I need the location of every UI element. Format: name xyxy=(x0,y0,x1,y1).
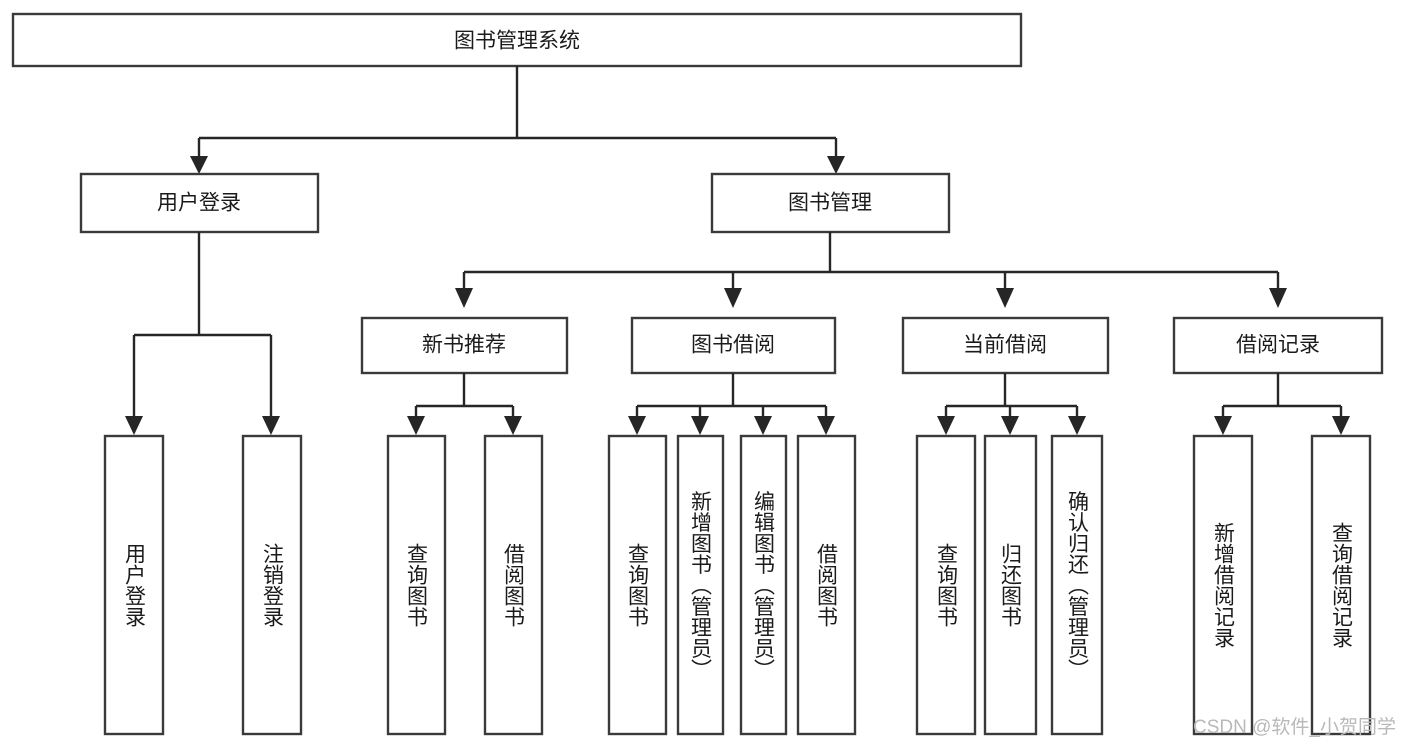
leaf-edit-book-label: 编辑图书（管理员） xyxy=(752,491,776,680)
arrow-head-icon xyxy=(1269,288,1287,308)
leaf-query-record-box[interactable] xyxy=(1310,434,1372,736)
node-book-borrow[interactable]: 图书借阅 xyxy=(630,316,837,375)
leaf-query-book-1-box[interactable] xyxy=(386,434,447,736)
arrow-head-icon xyxy=(996,288,1014,308)
leaf-borrow-book-1[interactable]: 借阅图书 xyxy=(483,434,544,736)
arrow-head-icon xyxy=(455,288,473,308)
leaf-confirm-return-box[interactable] xyxy=(1050,434,1104,736)
leaf-user-logout-box[interactable] xyxy=(241,434,303,736)
leaf-return-book[interactable]: 归还图书 xyxy=(983,434,1038,736)
leaf-confirm-return[interactable]: 确认归还（管理员） xyxy=(1050,434,1104,736)
leaf-add-record[interactable]: 新增借阅记录 xyxy=(1192,434,1254,736)
arrow-head-icon xyxy=(1068,416,1086,435)
leaf-borrow-book-1-box[interactable] xyxy=(483,434,544,736)
arrow-head-icon xyxy=(724,288,742,308)
connector-root-to-level2 xyxy=(190,66,845,174)
node-root-box[interactable] xyxy=(11,12,1023,68)
node-root-label: 图书管理系统 xyxy=(454,30,580,53)
leaf-user-login[interactable]: 用户登录 xyxy=(103,434,165,736)
leaf-borrow-book-2-label: 借阅图书 xyxy=(815,543,839,627)
arrow-head-icon xyxy=(1001,416,1019,435)
node-new-book-recommend-box[interactable] xyxy=(360,316,569,375)
node-user-login-label: 用户登录 xyxy=(157,192,241,215)
leaf-return-book-box[interactable] xyxy=(983,434,1038,736)
node-book-manage[interactable]: 图书管理 xyxy=(710,172,951,234)
arrow-head-icon xyxy=(125,416,143,435)
leaf-add-book-box[interactable] xyxy=(676,434,725,736)
arrow-head-icon xyxy=(1332,416,1350,435)
leaf-return-book-label: 归还图书 xyxy=(999,543,1023,627)
arrow-head-icon xyxy=(1214,416,1232,435)
node-user-login-box[interactable] xyxy=(79,172,320,234)
node-book-manage-label: 图书管理 xyxy=(788,192,872,215)
leaf-query-book-1-label: 查询图书 xyxy=(405,543,429,627)
leaf-query-book-2[interactable]: 查询图书 xyxy=(607,434,668,736)
connector-user-login-to-leaves xyxy=(125,232,280,435)
arrow-head-icon xyxy=(628,416,646,435)
arrow-head-icon xyxy=(691,416,709,435)
node-borrow-record-label: 借阅记录 xyxy=(1236,334,1320,357)
leaf-edit-book-box[interactable] xyxy=(739,434,788,736)
leaf-user-login-box[interactable] xyxy=(103,434,165,736)
leaf-user-login-label: 用户登录 xyxy=(123,543,147,627)
connector-book-manage-to-level3 xyxy=(455,232,1287,308)
leaf-borrow-book-1-label: 借阅图书 xyxy=(502,543,526,627)
leaf-query-record[interactable]: 查询借阅记录 xyxy=(1310,434,1372,736)
leaf-user-logout-label: 注销登录 xyxy=(261,543,285,627)
arrow-head-icon xyxy=(407,416,425,435)
connector-borrow-record-to-leaves xyxy=(1214,373,1350,435)
arrow-head-icon xyxy=(262,416,280,435)
arrow-head-icon xyxy=(754,416,772,435)
node-current-borrow-box[interactable] xyxy=(901,316,1110,375)
node-new-book-recommend-label: 新书推荐 xyxy=(422,334,506,357)
arrow-head-icon xyxy=(190,156,208,174)
node-new-book-recommend[interactable]: 新书推荐 xyxy=(360,316,569,375)
arrow-head-icon xyxy=(937,416,955,435)
connector-book-borrow-to-leaves xyxy=(628,373,835,435)
leaf-user-logout[interactable]: 注销登录 xyxy=(241,434,303,736)
leaf-query-record-label: 查询借阅记录 xyxy=(1330,522,1354,648)
leaf-query-book-1[interactable]: 查询图书 xyxy=(386,434,447,736)
leaf-add-record-box[interactable] xyxy=(1192,434,1254,736)
connector-current-borrow-to-leaves xyxy=(937,373,1086,435)
node-borrow-record[interactable]: 借阅记录 xyxy=(1172,316,1384,375)
leaf-borrow-book-2-box[interactable] xyxy=(796,434,857,736)
leaf-confirm-return-label: 确认归还（管理员） xyxy=(1066,491,1090,680)
connector-new-book-recommend-to-leaves xyxy=(407,373,522,435)
watermark-text: CSDN @软件_小贺同学 xyxy=(1193,716,1396,738)
leaf-add-book-label: 新增图书（管理员） xyxy=(689,491,713,680)
leaf-add-book[interactable]: 新增图书（管理员） xyxy=(676,434,725,736)
leaf-query-book-2-box[interactable] xyxy=(607,434,668,736)
leaf-query-book-3-box[interactable] xyxy=(915,434,977,736)
arrow-head-icon xyxy=(817,416,835,435)
node-current-borrow-label: 当前借阅 xyxy=(963,334,1047,357)
node-user-login[interactable]: 用户登录 xyxy=(79,172,320,234)
leaf-query-book-2-label: 查询图书 xyxy=(626,543,650,627)
arrow-head-icon xyxy=(504,416,522,435)
leaf-query-book-3-label: 查询图书 xyxy=(935,543,959,627)
arrow-head-icon xyxy=(827,156,845,174)
leaf-borrow-book-2[interactable]: 借阅图书 xyxy=(796,434,857,736)
leaf-query-book-3[interactable]: 查询图书 xyxy=(915,434,977,736)
leaf-add-record-label: 新增借阅记录 xyxy=(1212,522,1236,648)
leaf-edit-book[interactable]: 编辑图书（管理员） xyxy=(739,434,788,736)
node-root[interactable]: 图书管理系统 xyxy=(11,12,1023,68)
node-book-borrow-label: 图书借阅 xyxy=(691,334,775,357)
node-current-borrow[interactable]: 当前借阅 xyxy=(901,316,1110,375)
